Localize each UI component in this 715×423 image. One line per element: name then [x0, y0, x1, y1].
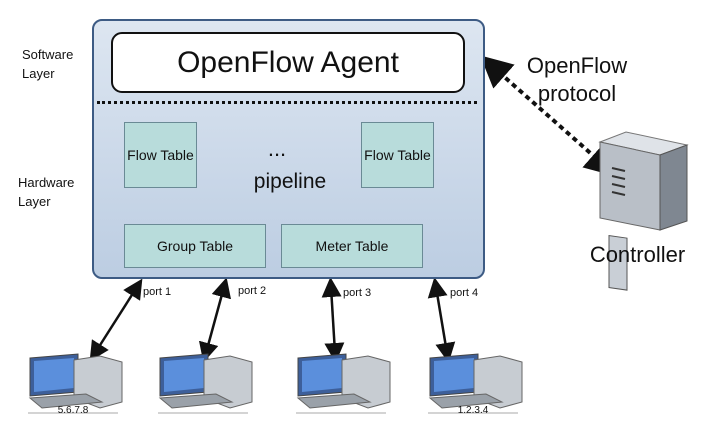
flow-table-first: Flow Table	[124, 122, 197, 188]
controller-label: Controller	[589, 242, 686, 267]
openflow-protocol-label: OpenFlow protocol	[526, 53, 628, 106]
hardware-layer-label: Hardware Layer	[18, 175, 75, 209]
layer-divider	[97, 101, 477, 104]
port-1-label: port 1	[143, 286, 172, 298]
pipeline-ellipsis: ...	[267, 136, 287, 161]
software-layer-label: Software Layer	[22, 47, 74, 81]
port-1-link	[89, 278, 143, 362]
port-4-label: port 4	[450, 287, 479, 299]
port-4-link	[427, 277, 456, 363]
host-1-computer-icon	[28, 353, 123, 409]
host-4-computer-icon	[428, 353, 523, 409]
flow-table-last: Flow Table	[361, 122, 434, 188]
openflow-agent-box: OpenFlow Agent	[111, 32, 465, 93]
port-2-link	[198, 277, 232, 363]
pipeline-label: pipeline	[253, 170, 327, 193]
port-2-label: port 2	[238, 285, 267, 297]
host-4-address: 1.2.3.4	[457, 405, 489, 416]
host-3-computer-icon	[296, 353, 391, 409]
port-3-label: port 3	[343, 287, 372, 299]
group-table: Group Table	[124, 224, 266, 268]
host-2-computer-icon	[158, 353, 253, 409]
meter-table: Meter Table	[281, 224, 423, 268]
openflow-protocol-arrow	[480, 55, 617, 177]
host-1-address: 5.6.7.8	[57, 405, 89, 416]
port-3-link	[321, 277, 345, 363]
